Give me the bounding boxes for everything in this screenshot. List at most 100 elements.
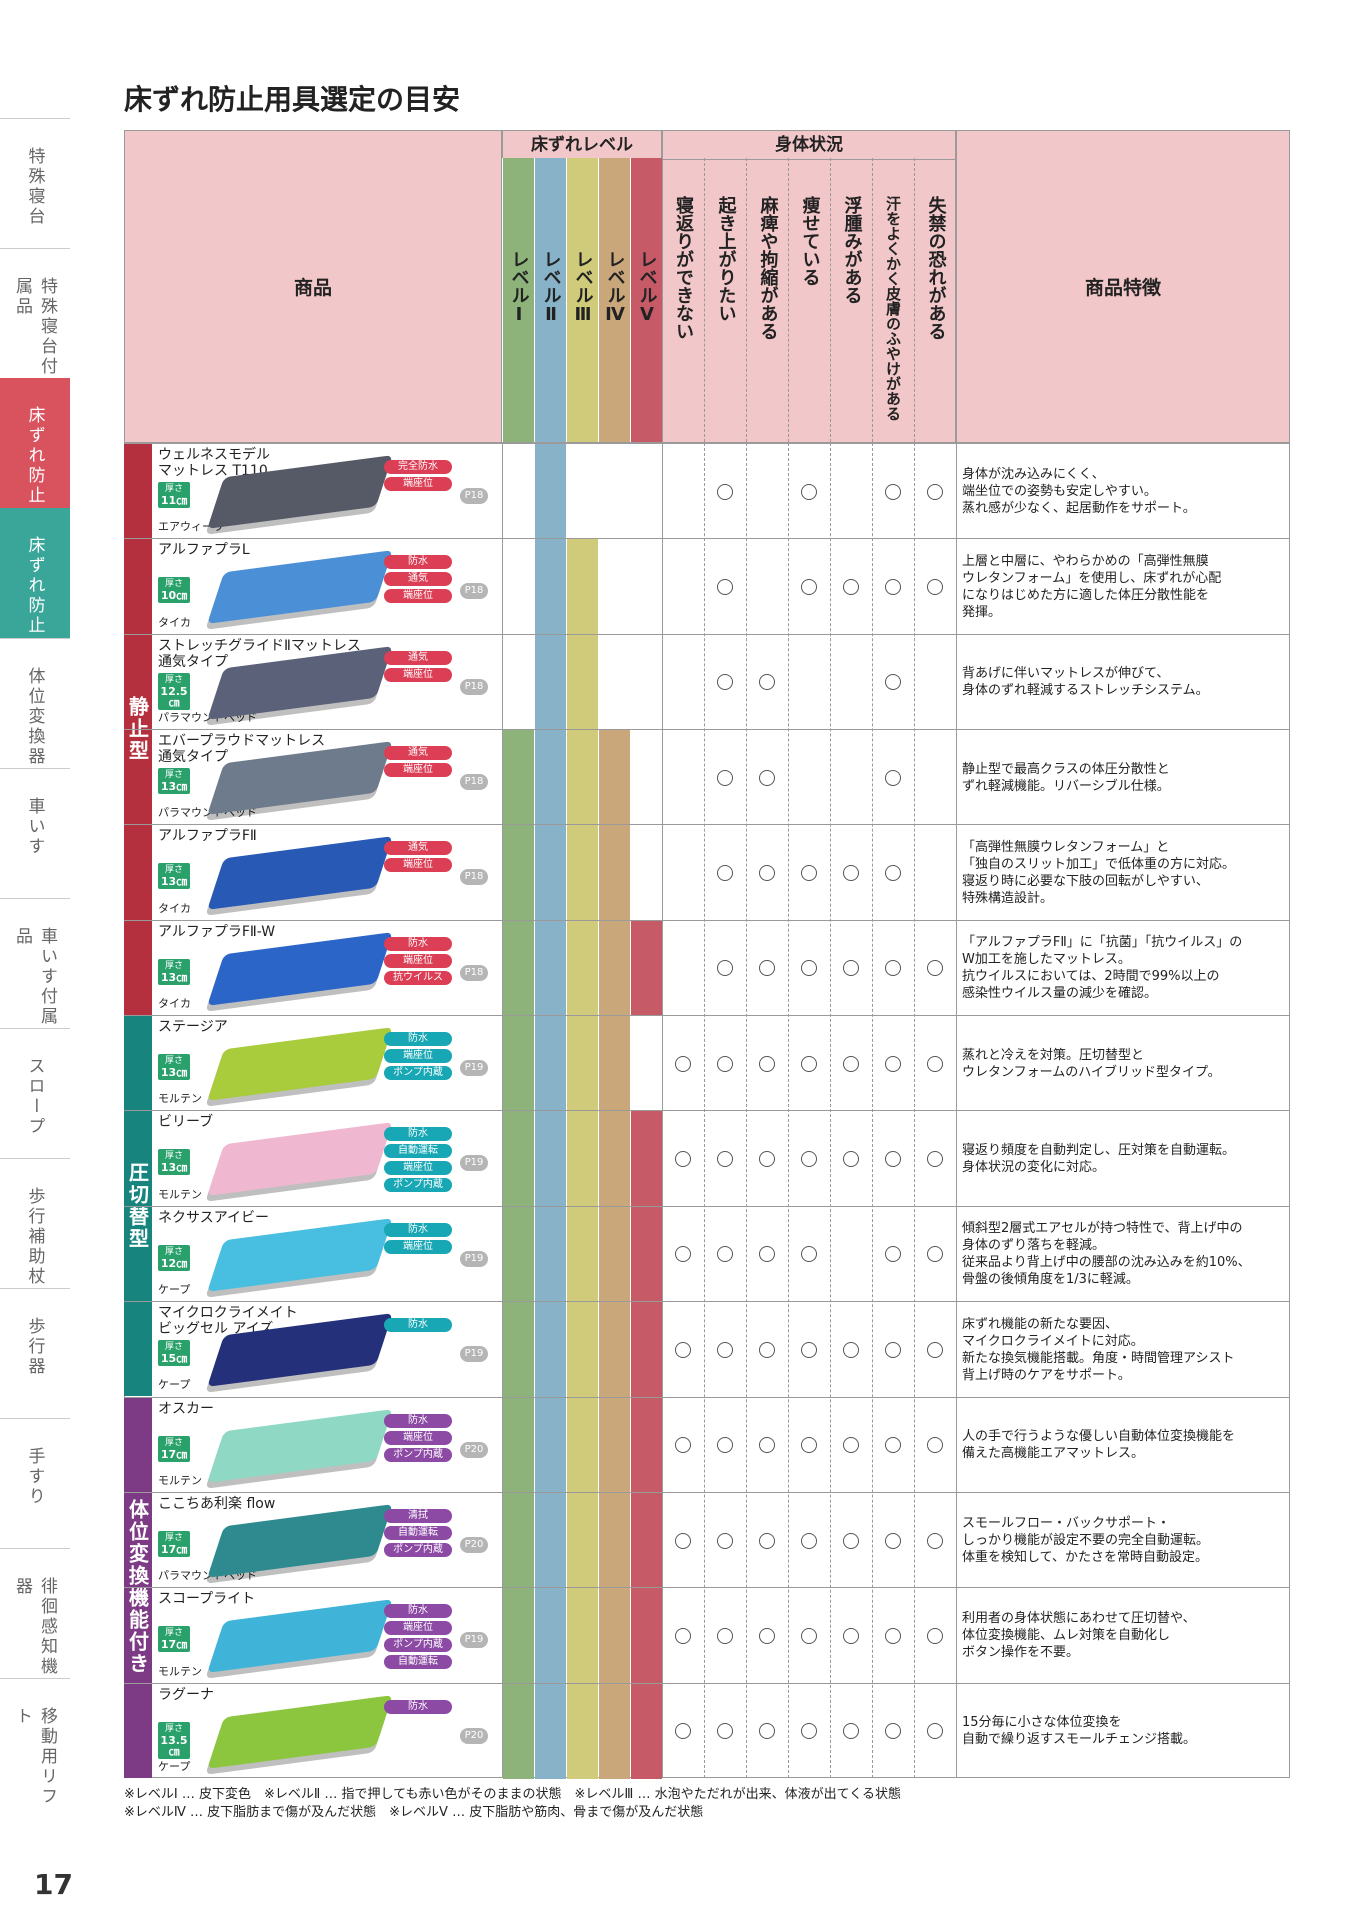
page-ref[interactable]: P19 bbox=[460, 1155, 488, 1172]
product-feature: 静止型で最高クラスの体圧分散性と ずれ軽減機能。リバーシブル仕様。 bbox=[962, 761, 1170, 794]
level-bar-3 bbox=[567, 1683, 598, 1779]
condition-header-label: 起き上がりたい bbox=[715, 196, 737, 322]
page-ref[interactable]: P19 bbox=[460, 1346, 488, 1363]
condition-circle bbox=[885, 1437, 901, 1454]
thickness-value: 17㎝ bbox=[160, 1542, 188, 1556]
level-bar-1 bbox=[503, 730, 534, 826]
mattress-image bbox=[207, 550, 393, 625]
page-ref[interactable]: P19 bbox=[460, 1060, 488, 1077]
thickness-value: 13㎝ bbox=[160, 875, 188, 889]
feature-tag: 防水 bbox=[384, 1604, 452, 1619]
condition-header-label: 失禁の恐れがある bbox=[925, 196, 947, 340]
condition-circle bbox=[717, 674, 733, 691]
feature-tag: 防水 bbox=[384, 1127, 452, 1142]
level-bar-1 bbox=[503, 1492, 534, 1589]
page-ref[interactable]: P20 bbox=[460, 1727, 488, 1744]
condition-circle bbox=[885, 1246, 901, 1263]
side-tab[interactable]: 歩行補助杖 bbox=[0, 1158, 70, 1288]
mattress-image bbox=[207, 1408, 393, 1483]
mattress-image bbox=[207, 931, 393, 1006]
page-ref[interactable]: P18 bbox=[460, 488, 488, 504]
side-tab-label: 車いす付属品 bbox=[12, 927, 57, 1027]
page-ref[interactable]: P18 bbox=[460, 964, 488, 981]
condition-circle bbox=[843, 1437, 859, 1454]
product-name: アルファプラFⅡ-W bbox=[158, 923, 276, 940]
side-tab[interactable]: 特殊寝台 bbox=[0, 118, 70, 248]
side-tab[interactable]: 移動用リフト bbox=[0, 1678, 70, 1808]
condition-circle bbox=[801, 1723, 817, 1740]
side-tab[interactable]: 徘徊感知機器 bbox=[0, 1548, 70, 1678]
condition-circle bbox=[717, 1532, 733, 1549]
condition-header: 浮腫みがある bbox=[830, 158, 872, 442]
level-bar-2 bbox=[535, 1492, 566, 1589]
condition-circle bbox=[675, 1341, 691, 1358]
page-ref[interactable]: P20 bbox=[460, 1536, 488, 1553]
condition-circle bbox=[675, 1151, 691, 1168]
level-bar-2 bbox=[535, 920, 566, 1017]
thickness-label: 厚さ bbox=[164, 484, 183, 494]
level-bar-3 bbox=[567, 1206, 598, 1303]
page-ref[interactable]: P19 bbox=[460, 1250, 488, 1267]
side-tab[interactable]: スロープ bbox=[0, 1028, 70, 1158]
condition-header: 失禁の恐れがある bbox=[914, 158, 956, 442]
condition-circle bbox=[927, 1341, 943, 1358]
condition-circle bbox=[675, 1532, 691, 1549]
condition-circle bbox=[885, 1151, 901, 1168]
page-ref[interactable]: P18 bbox=[460, 583, 488, 600]
feature-tag: 端座位 bbox=[384, 953, 452, 968]
product-maker: モルテン bbox=[158, 1664, 202, 1678]
condition-circle bbox=[843, 1055, 859, 1072]
feature-tag: ポンプ内蔵 bbox=[384, 1066, 452, 1081]
side-tab[interactable]: 車いす付属品 bbox=[0, 898, 70, 1028]
side-tab[interactable]: 手すり bbox=[0, 1418, 70, 1548]
level-bar-5 bbox=[631, 1206, 662, 1303]
side-tab[interactable]: 車いす bbox=[0, 768, 70, 898]
level-bar-5 bbox=[631, 1683, 662, 1779]
mattress-image bbox=[207, 1503, 393, 1578]
condition-circle bbox=[759, 1246, 775, 1263]
condition-circle bbox=[717, 1341, 733, 1358]
side-tab[interactable]: 体位変換器 bbox=[0, 638, 70, 768]
level-header-4: レベルⅣ bbox=[598, 158, 630, 442]
level-bar-5 bbox=[631, 920, 662, 1017]
level-bar-3 bbox=[567, 730, 598, 826]
mattress-image bbox=[207, 1694, 393, 1769]
level-header-label: レベルⅠ bbox=[508, 250, 530, 325]
thickness-value: 11㎝ bbox=[160, 494, 188, 507]
level-bar-1 bbox=[503, 1683, 534, 1779]
condition-circle bbox=[759, 674, 775, 691]
page-ref[interactable]: P20 bbox=[460, 1441, 488, 1458]
condition-circle bbox=[927, 1246, 943, 1263]
side-tab-label: スロープ bbox=[24, 1057, 45, 1137]
category-band: 圧切替型 bbox=[124, 1015, 152, 1397]
product-feature: 寝返り頻度を自動判定し、圧対策を自動運転。 身体状況の変化に対応。 bbox=[962, 1143, 1236, 1176]
side-tab[interactable]: 床ずれ防止 bbox=[0, 508, 70, 638]
condition-circle bbox=[759, 1341, 775, 1358]
side-tab[interactable]: 床ずれ防止 bbox=[0, 378, 70, 508]
mattress-image bbox=[207, 1599, 393, 1674]
feature-tag: ポンプ内蔵 bbox=[384, 1447, 452, 1462]
page-ref[interactable]: P18 bbox=[460, 678, 488, 695]
level-header-label: レベルⅤ bbox=[636, 250, 658, 325]
header-condition-title: 身体状況 bbox=[663, 131, 955, 160]
page-ref[interactable]: P18 bbox=[460, 869, 488, 886]
side-tab[interactable]: 歩行器 bbox=[0, 1288, 70, 1418]
condition-circle bbox=[927, 1723, 943, 1740]
product-maker: ケープ bbox=[158, 1378, 191, 1392]
level-bar-1 bbox=[503, 1588, 534, 1684]
side-tab[interactable]: 特殊寝台付属品 bbox=[0, 248, 70, 378]
feature-tag: 抗ウイルス bbox=[384, 970, 452, 985]
feature-tag: 完全防水 bbox=[384, 460, 452, 474]
condition-circle bbox=[801, 1151, 817, 1168]
product-maker: タイカ bbox=[158, 997, 191, 1011]
page-ref[interactable]: P18 bbox=[460, 774, 488, 791]
product-maker: ケープ bbox=[158, 1283, 191, 1297]
product-maker: モルテン bbox=[158, 1473, 202, 1487]
page-ref[interactable]: P19 bbox=[460, 1632, 488, 1649]
product-name: アルファプラL bbox=[158, 542, 250, 559]
condition-circle bbox=[801, 1055, 817, 1072]
